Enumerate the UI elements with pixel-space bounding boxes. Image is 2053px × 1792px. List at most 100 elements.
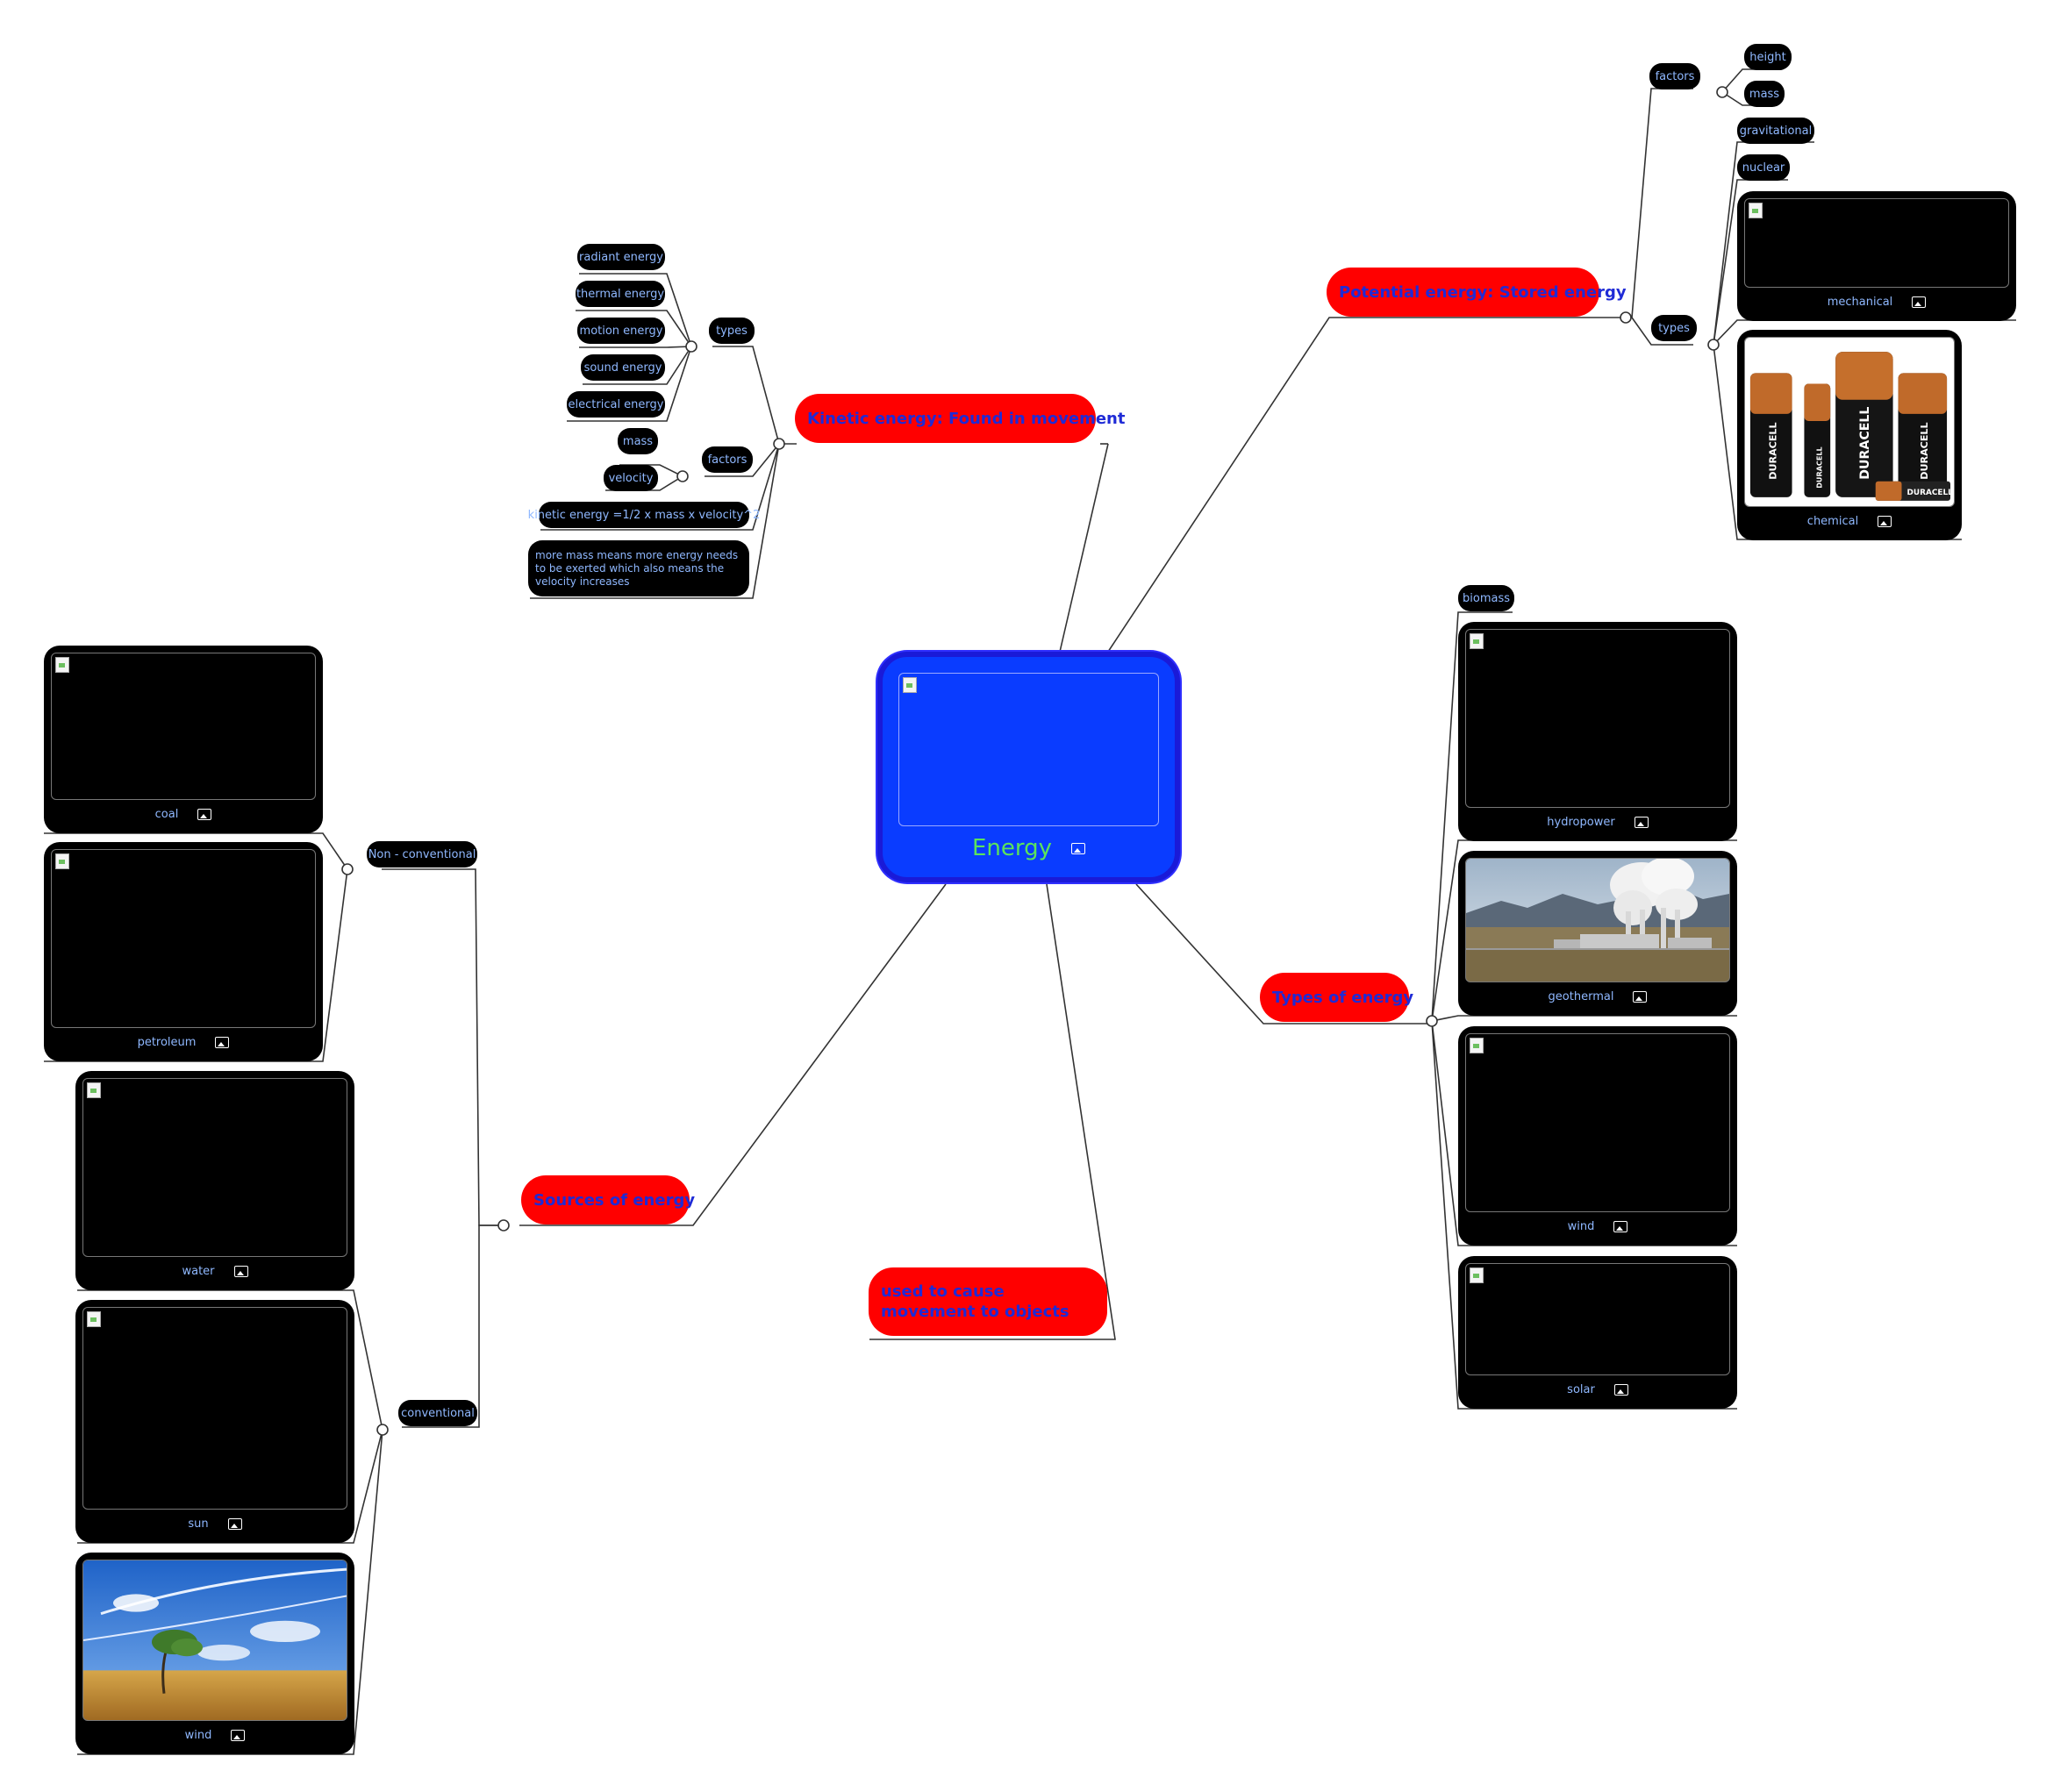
coal-label: coal <box>154 807 179 821</box>
type-wind[interactable]: wind <box>1458 1026 1737 1246</box>
sun-image <box>82 1307 347 1510</box>
branch-potential[interactable]: Potential energy: Stored energy <box>1327 268 1627 317</box>
type-biomass[interactable]: biomass <box>1458 585 1514 611</box>
branch-types-of-energy[interactable]: Types of energy <box>1260 973 1413 1022</box>
wind-image <box>1465 1033 1730 1212</box>
kinetic-type-label: radiant energy <box>579 250 663 264</box>
potential-factor-label: mass <box>1749 87 1780 101</box>
picture-icon[interactable] <box>227 1517 242 1530</box>
source-sun[interactable]: sun <box>75 1300 354 1543</box>
mechanical-image <box>1744 198 2009 288</box>
conventional-label: conventional <box>401 1406 475 1420</box>
root-image <box>898 673 1159 826</box>
kinetic-factor-velocity[interactable]: velocity <box>604 465 658 491</box>
windy-field-illustration <box>83 1560 347 1720</box>
branch-usage-label: used to cause movement to objects <box>881 1282 1069 1321</box>
sources-conventional-node[interactable]: conventional <box>398 1400 477 1426</box>
potential-type-nuclear[interactable]: nuclear <box>1737 154 1790 181</box>
water-image <box>82 1078 347 1257</box>
root-label: Energy <box>971 835 1053 861</box>
source-coal[interactable]: coal <box>44 646 323 833</box>
broken-image-icon <box>55 657 69 673</box>
picture-icon[interactable] <box>1613 1220 1628 1232</box>
picture-icon[interactable] <box>1071 842 1086 854</box>
broken-image-icon <box>1470 1267 1484 1283</box>
broken-image-icon <box>87 1082 101 1098</box>
potential-types-node[interactable]: types <box>1651 315 1697 341</box>
kinetic-types-node[interactable]: types <box>709 318 755 344</box>
picture-icon[interactable] <box>233 1265 248 1277</box>
source-water[interactable]: water <box>75 1071 354 1290</box>
kinetic-type-thermal[interactable]: thermal energy <box>576 281 665 307</box>
petroleum-label: petroleum <box>137 1035 197 1049</box>
water-label: water <box>182 1264 215 1278</box>
kinetic-type-motion[interactable]: motion energy <box>577 318 665 344</box>
type-geothermal[interactable]: geothermal <box>1458 851 1737 1016</box>
kinetic-formula[interactable]: kinetic energy =1/2 x mass x velocity^2 <box>528 502 760 528</box>
geothermal-label: geothermal <box>1548 989 1614 1003</box>
wind-label: wind <box>1567 1219 1595 1233</box>
picture-icon[interactable] <box>231 1729 246 1741</box>
potential-factors-node[interactable]: factors <box>1649 63 1700 89</box>
branch-potential-label: Potential energy: Stored energy <box>1339 282 1627 302</box>
picture-icon[interactable] <box>1634 816 1649 828</box>
svg-text:DURACELL: DURACELL <box>1919 422 1930 479</box>
picture-icon[interactable] <box>1912 296 1927 308</box>
branch-usage[interactable]: used to cause movement to objects <box>869 1267 1107 1336</box>
potential-types-label: types <box>1658 321 1690 335</box>
batteries-illustration: DURACELL DURACELL DURACELL DURACELL DURA… <box>1745 338 1954 506</box>
kinetic-type-sound[interactable]: sound energy <box>581 354 665 381</box>
potential-factor-label: height <box>1749 50 1786 64</box>
branch-kinetic[interactable]: Kinetic energy: Found in movement <box>795 394 1125 443</box>
potential-factor-mass[interactable]: mass <box>1744 81 1785 107</box>
kinetic-factor-mass[interactable]: mass <box>618 428 658 454</box>
kinetic-type-radiant[interactable]: radiant energy <box>577 244 665 270</box>
sources-non-conventional-node[interactable]: Non - conventional <box>367 841 477 867</box>
branch-sources[interactable]: Sources of energy <box>521 1175 695 1224</box>
kinetic-note-text: more mass means more energy needs to be … <box>535 548 739 588</box>
solar-image <box>1465 1263 1730 1375</box>
broken-image-icon <box>55 853 69 869</box>
broken-image-icon <box>1749 203 1763 218</box>
potential-type-mechanical[interactable]: mechanical <box>1737 191 2016 321</box>
wind-field-image <box>82 1560 347 1721</box>
geothermal-plant-illustration <box>1466 859 1729 982</box>
potential-type-chemical[interactable]: DURACELL DURACELL DURACELL DURACELL DURA… <box>1737 330 1962 540</box>
broken-image-icon <box>1470 633 1484 649</box>
potential-factor-height[interactable]: height <box>1744 44 1792 70</box>
source-wind[interactable]: wind <box>75 1553 354 1754</box>
kinetic-note[interactable]: more mass means more energy needs to be … <box>528 540 749 596</box>
source-petroleum[interactable]: petroleum <box>44 842 323 1061</box>
kinetic-type-label: electrical energy <box>568 397 664 411</box>
picture-icon[interactable] <box>1633 990 1648 1003</box>
branch-types-of-energy-label: Types of energy <box>1272 988 1414 1007</box>
kinetic-types-label: types <box>716 324 748 338</box>
broken-image-icon <box>1470 1038 1484 1053</box>
chemical-image: DURACELL DURACELL DURACELL DURACELL DURA… <box>1744 337 1955 507</box>
potential-type-gravitational[interactable]: gravitational <box>1737 118 1814 144</box>
picture-icon[interactable] <box>1613 1383 1628 1396</box>
mechanical-label: mechanical <box>1827 295 1893 309</box>
solar-label: solar <box>1567 1382 1595 1396</box>
kinetic-factors-label: factors <box>707 453 748 467</box>
type-hydropower[interactable]: hydropower <box>1458 622 1737 841</box>
picture-icon[interactable] <box>215 1036 230 1048</box>
kinetic-type-electrical[interactable]: electrical energy <box>567 391 665 418</box>
potential-type-label: gravitational <box>1739 124 1813 138</box>
non-conventional-label: Non - conventional <box>368 847 476 861</box>
svg-text:DURACELL: DURACELL <box>1815 446 1823 488</box>
root-node-energy[interactable]: Energy <box>877 652 1180 882</box>
branch-kinetic-label: Kinetic energy: Found in movement <box>807 409 1126 428</box>
type-solar[interactable]: solar <box>1458 1256 1737 1409</box>
picture-icon[interactable] <box>197 808 212 820</box>
kinetic-type-label: thermal energy <box>576 287 665 301</box>
broken-image-icon <box>903 677 917 693</box>
svg-text:DURACELL: DURACELL <box>1906 489 1953 497</box>
picture-icon[interactable] <box>1878 515 1892 527</box>
hydropower-label: hydropower <box>1547 815 1615 829</box>
geothermal-image <box>1465 858 1730 982</box>
potential-type-label: nuclear <box>1742 161 1785 175</box>
kinetic-factors-node[interactable]: factors <box>702 446 753 473</box>
kinetic-factor-label: mass <box>622 434 654 448</box>
